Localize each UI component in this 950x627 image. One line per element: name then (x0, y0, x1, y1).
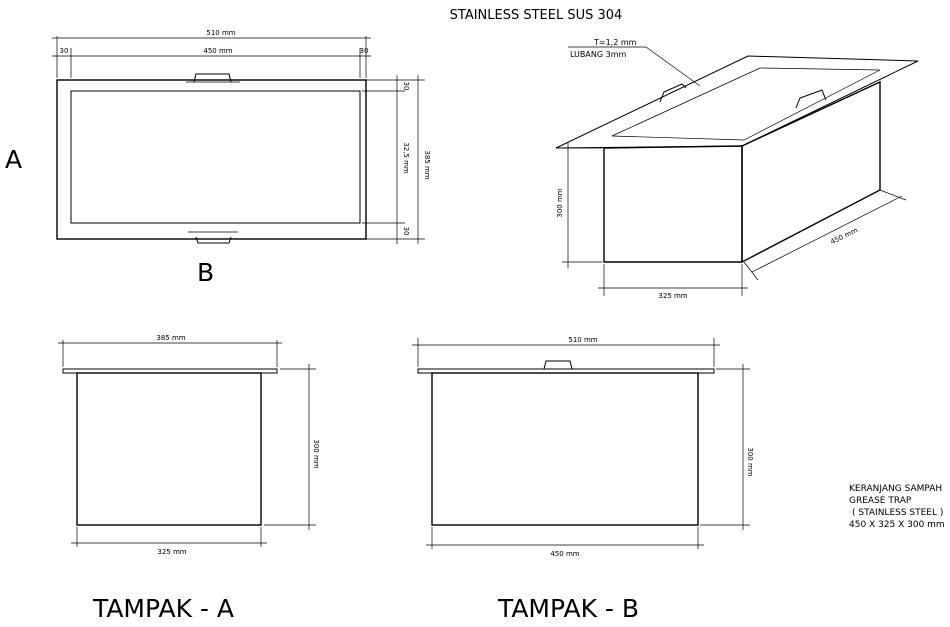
iso-handle-right-icon (795, 89, 827, 109)
iso-handle-left-icon (659, 83, 687, 103)
front-view-a: 385 mm 300 mm 325 mm TAMPAK - A (58, 334, 320, 623)
tampak-a-height: 300 mm (312, 439, 320, 468)
iso-thickness-note: T=1,2 mm (593, 38, 637, 47)
dim-side-left: 30 (60, 47, 69, 55)
iso-height-dim: 300 mm (556, 188, 564, 217)
spec-line-2: GREASE TRAP (849, 496, 912, 506)
dim-inner-width: 450 mm (203, 47, 232, 55)
bottom-handle-icon (195, 236, 232, 244)
dim-bottom-margin: 30 (402, 227, 410, 236)
dim-overall-width: 510 mm (206, 29, 235, 37)
tampak-b-body (431, 372, 699, 526)
top-view-perforated-panel (70, 90, 361, 224)
spec-box: KERANJANG SAMPAH GREASE TRAP ( STAINLESS… (849, 484, 945, 530)
tampak-b-height: 300 mm (746, 447, 754, 476)
tampak-b-handle-icon (543, 360, 573, 370)
tampak-a-bottom-width: 325 mm (157, 548, 186, 556)
iso-hole-note: LUBANG 3mm (570, 50, 626, 59)
top-view: 510 mm 30 450 mm 30 30 32,5 mm 30 385 mm… (5, 29, 431, 287)
spec-line-4: 450 X 325 X 300 mm (849, 520, 945, 530)
spec-line-3: ( STAINLESS STEEL ) (852, 508, 943, 518)
spec-line-1: KERANJANG SAMPAH (849, 484, 942, 494)
tampak-a-label: TAMPAK - A (92, 594, 234, 623)
iso-width-dim: 325 mm (658, 292, 687, 300)
dim-top-margin: 30 (402, 82, 410, 91)
top-view-frame (56, 79, 367, 240)
tampak-a-body (76, 372, 262, 526)
tampak-b-top-width: 510 mm (568, 336, 597, 344)
isometric-view: T=1,2 mm LUBANG 3mm 300 mm 325 mm 450 mm (555, 38, 919, 300)
top-handle-icon (193, 73, 232, 83)
drawing-title: STAINLESS STEEL SUS 304 (450, 8, 623, 23)
dim-side-right: 30 (360, 47, 369, 55)
tampak-b-bottom-width: 450 mm (550, 550, 579, 558)
view-label-b: B (197, 258, 214, 287)
view-label-a: A (5, 145, 22, 174)
dim-overall-height: 385 mm (423, 150, 431, 179)
tampak-b-label: TAMPAK - B (497, 594, 639, 623)
iso-length-dim: 450 mm (829, 226, 859, 246)
iso-front-face (603, 145, 743, 263)
front-view-b: 510 mm 300 mm 450 mm TAMPAK - B (412, 336, 754, 623)
iso-right-face (741, 80, 881, 264)
dim-inner-height: 32,5 mm (402, 142, 410, 174)
tampak-a-top-width: 385 mm (156, 334, 185, 342)
